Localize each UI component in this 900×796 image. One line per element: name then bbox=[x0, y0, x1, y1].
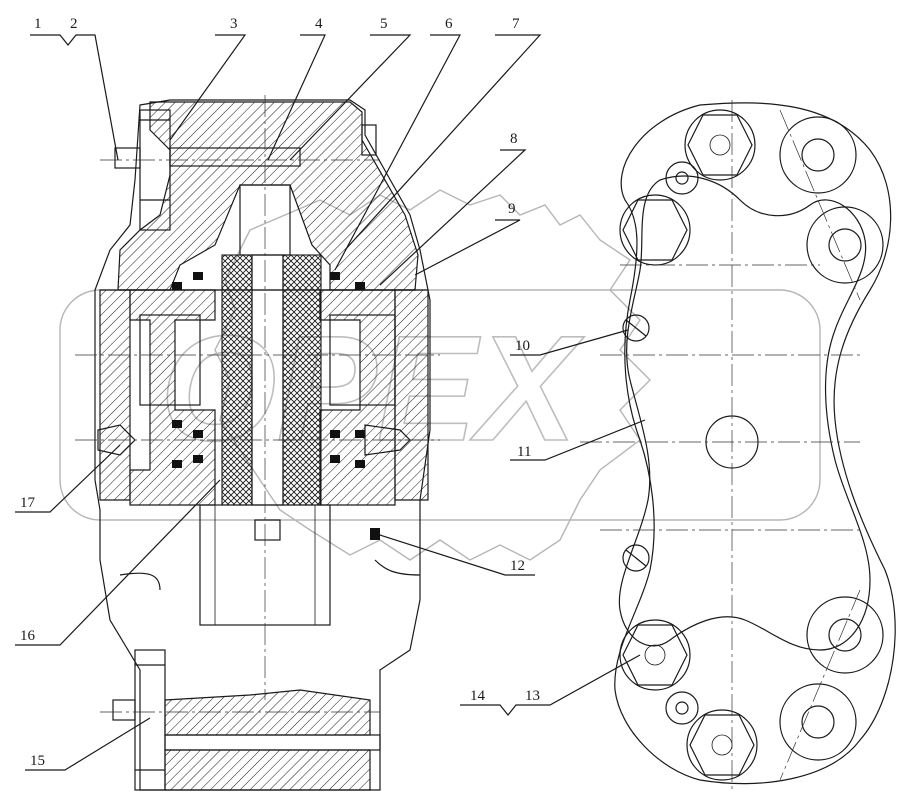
retaining-pin-top bbox=[665, 161, 699, 195]
bracket-outline bbox=[614, 102, 896, 785]
pad-friction-left bbox=[221, 254, 253, 506]
callout-13: 13 bbox=[525, 688, 540, 704]
leader-lines bbox=[15, 34, 646, 771]
callout-4: 4 bbox=[315, 16, 323, 32]
pad-backing-plate bbox=[618, 175, 871, 651]
callout-17: 17 bbox=[20, 495, 36, 511]
callout-7: 7 bbox=[512, 16, 520, 32]
right-cylinder-wall bbox=[394, 289, 429, 501]
callout-2: 2 bbox=[70, 16, 78, 32]
callout-15: 15 bbox=[30, 753, 45, 769]
boss-mid-right bbox=[806, 206, 884, 284]
callout-16: 16 bbox=[20, 628, 36, 644]
callout-8: 8 bbox=[510, 131, 518, 147]
callout-labels: 1 2 3 4 5 6 7 8 9 10 11 12 13 14 15 16 1… bbox=[20, 16, 540, 769]
callout-14: 14 bbox=[470, 688, 486, 704]
bolt-hex-top bbox=[684, 109, 756, 181]
pad-friction-right bbox=[282, 254, 322, 506]
bolt-hex-lower bbox=[619, 619, 691, 691]
callout-11: 11 bbox=[517, 444, 531, 460]
callout-9: 9 bbox=[508, 201, 516, 217]
lower-mounting-bracket-2 bbox=[164, 749, 371, 791]
pad-pin-upper bbox=[622, 314, 650, 342]
callout-5: 5 bbox=[380, 16, 388, 32]
pad-plan-view bbox=[580, 100, 896, 790]
bolt-hex-upper-left bbox=[619, 194, 691, 266]
boss-top-right bbox=[779, 116, 857, 194]
pad-pin-lower bbox=[622, 544, 650, 572]
callout-1: 1 bbox=[34, 16, 42, 32]
boss-bottom-right bbox=[779, 683, 857, 761]
boss-lower-right bbox=[806, 596, 884, 674]
caliper-section-view bbox=[75, 95, 440, 791]
left-cylinder-wall bbox=[99, 289, 131, 501]
callout-3: 3 bbox=[230, 16, 238, 32]
lower-mounting-bracket bbox=[164, 689, 371, 736]
upper-housing bbox=[117, 101, 419, 291]
callout-6: 6 bbox=[445, 16, 453, 32]
bolt-hex-bottom bbox=[686, 709, 758, 781]
callout-12: 12 bbox=[510, 558, 525, 574]
retaining-pin-bottom bbox=[665, 691, 699, 725]
callout-10: 10 bbox=[515, 338, 530, 354]
